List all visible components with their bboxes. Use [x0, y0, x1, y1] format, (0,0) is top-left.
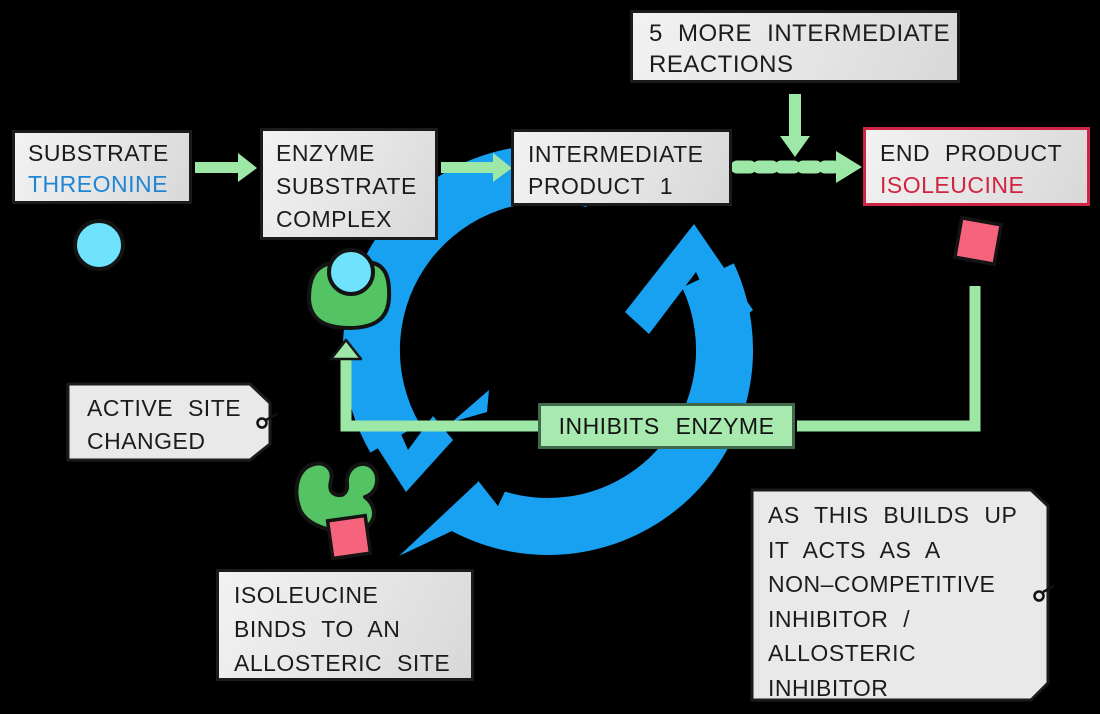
active-site-line1: ACTIVE SITE — [87, 395, 242, 421]
tag-string — [265, 412, 278, 422]
intermediate-line2: PRODUCT 1 — [528, 173, 673, 199]
feedback-line-right — [797, 286, 981, 432]
build-up-tag-text: AS THIS BUILDS UP IT ACTS AS A NON–COMPE… — [768, 498, 1017, 705]
tag-hole-icon — [256, 417, 268, 429]
inhibits-enzyme-label: INHIBITS ENZYME — [558, 412, 775, 439]
substrate-box-line1: SUBSTRATE — [28, 140, 169, 166]
tag-body — [66, 382, 272, 462]
five-more-line1: 5 MORE INTERMEDIATE — [649, 20, 951, 47]
cycle-inner-sliver — [452, 390, 489, 422]
enzyme-substrate-icon — [307, 248, 392, 330]
enzyme-complex-line1: ENZYME — [276, 140, 375, 166]
arrow-complex-to-intermediate — [441, 153, 512, 182]
end-product-line2: ISOLEUCINE — [880, 172, 1025, 198]
cycle-arc-tail — [399, 481, 479, 556]
substrate-in-active-site-icon — [327, 248, 375, 296]
isoleucine-at-allosteric-site-icon — [325, 513, 373, 561]
isoleucine-molecule-icon — [952, 215, 1004, 267]
active-site-tag-text: ACTIVE SITE CHANGED — [87, 392, 241, 458]
build-up-line5: ALLOSTERIC — [768, 640, 917, 666]
inhibited-enzyme-icon — [294, 461, 380, 561]
build-up-line6: INHIBITOR — [768, 674, 889, 701]
five-more-reactions-box: 5 MORE INTERMEDIATE REACTIONS — [630, 10, 960, 83]
substrate-molecule-icon — [73, 219, 125, 271]
build-up-line1: AS THIS BUILDS UP — [768, 502, 1018, 528]
arrow-substrate-to-complex — [195, 153, 257, 182]
inhibits-enzyme-box: INHIBITS ENZYME — [538, 403, 795, 449]
substrate-box-line2: THREONINE — [28, 171, 168, 197]
tag-hole-icon — [1033, 590, 1045, 602]
intermediate-product-box: INTERMEDIATE PRODUCT 1 — [511, 129, 732, 206]
cycle-arrowhead-up-icon — [625, 224, 753, 334]
end-product-line1: END PRODUCT — [880, 140, 1063, 166]
tag-body — [750, 488, 1050, 702]
dashed-arrowhead-icon — [836, 151, 862, 183]
isoleucine-binds-line3: ALLOSTERIC SITE — [234, 650, 451, 676]
build-up-line3: NON–COMPETITIVE — [768, 571, 996, 597]
cycle-arc-right — [451, 263, 754, 555]
five-more-line2: REACTIONS — [649, 51, 794, 78]
intermediate-line1: INTERMEDIATE — [528, 141, 704, 167]
isoleucine-binds-box: ISOLEUCINE BINDS TO AN ALLOSTERIC SITE — [216, 569, 474, 681]
enzyme-complex-line3: COMPLEX — [276, 206, 392, 232]
tag-string — [1042, 584, 1055, 594]
inhibit-arrowhead-icon — [329, 338, 363, 361]
build-up-line4: INHIBITOR / — [768, 605, 911, 632]
enzyme-complex-box: ENZYME SUBSTRATE COMPLEX — [260, 128, 438, 240]
build-up-tag-shape — [750, 488, 1055, 702]
build-up-line2: IT ACTS AS A — [768, 536, 941, 563]
end-product-box: END PRODUCT ISOLEUCINE — [863, 127, 1090, 206]
feedback-line-left — [340, 352, 538, 432]
enzyme-complex-line2: SUBSTRATE — [276, 173, 417, 199]
isoleucine-binds-line2: BINDS TO AN — [234, 616, 401, 642]
active-site-line2: CHANGED — [87, 428, 206, 454]
cycle-tail-notch — [476, 478, 511, 506]
isoleucine-binds-line1: ISOLEUCINE — [234, 582, 379, 608]
active-site-tag-shape — [66, 382, 278, 462]
arrow-five-more-down — [780, 94, 810, 157]
substrate-box: SUBSTRATE THREONINE — [12, 130, 192, 204]
